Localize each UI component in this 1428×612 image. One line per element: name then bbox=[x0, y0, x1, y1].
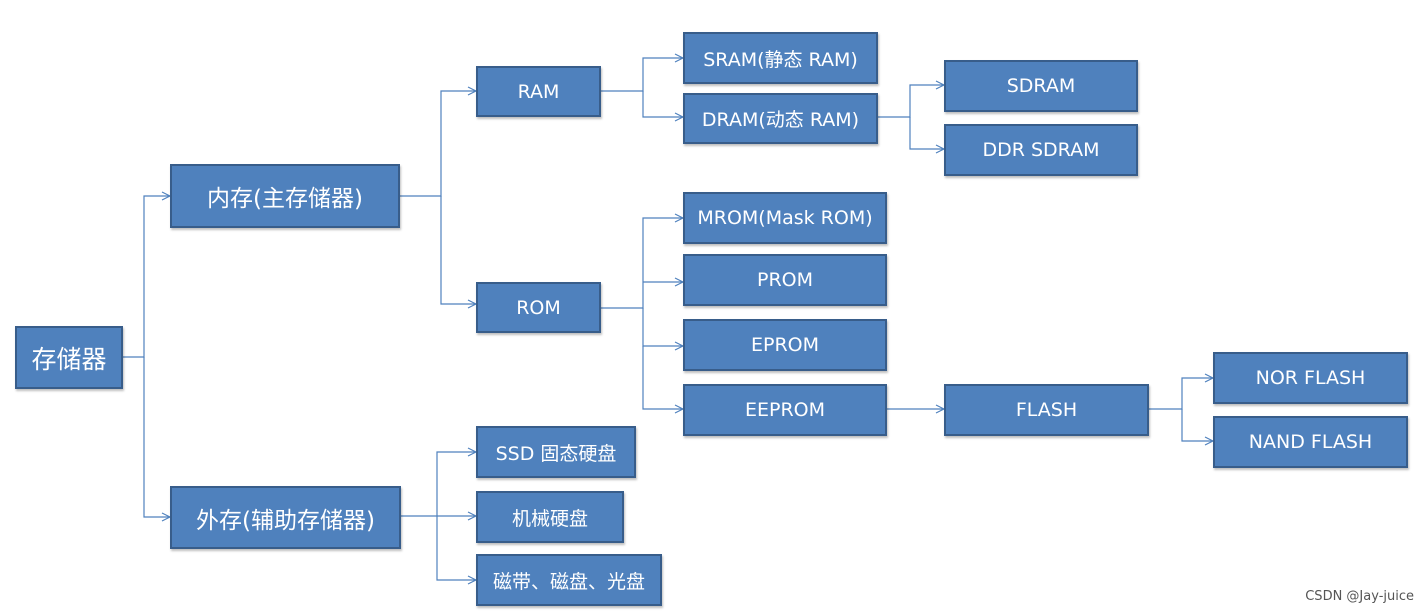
node-eprom: EPROM bbox=[683, 319, 887, 371]
node-flash: FLASH bbox=[944, 384, 1149, 436]
connector-internal-rom bbox=[440, 196, 476, 304]
node-storage: 存储器 bbox=[15, 326, 123, 389]
node-external-memory: 外存(辅助存储器) bbox=[170, 486, 401, 549]
connector-storage-external bbox=[143, 357, 170, 517]
node-hdd: 机械硬盘 bbox=[476, 491, 624, 543]
connector-dram-sdram bbox=[877, 85, 944, 118]
connector-rom-mrom bbox=[600, 218, 683, 309]
node-sram: SRAM(静态 RAM) bbox=[683, 32, 878, 84]
watermark: CSDN @Jay-juice bbox=[1305, 589, 1414, 604]
node-rom: ROM bbox=[476, 282, 601, 333]
node-eeprom: EEPROM bbox=[683, 384, 887, 436]
connector-flash-nor bbox=[1148, 378, 1213, 410]
connector-rom-eprom bbox=[642, 308, 683, 346]
node-ssd: SSD 固态硬盘 bbox=[476, 426, 636, 478]
node-nor-flash: NOR FLASH bbox=[1213, 352, 1408, 404]
connector-ram-dram bbox=[642, 91, 683, 117]
connector-dram-ddr bbox=[909, 117, 944, 149]
connector-rom-eeprom bbox=[642, 346, 683, 409]
node-ram: RAM bbox=[476, 66, 601, 117]
connector-external-ssd bbox=[400, 452, 476, 517]
connector-internal-ram bbox=[399, 91, 476, 197]
node-dram: DRAM(动态 RAM) bbox=[683, 93, 878, 144]
node-prom: PROM bbox=[683, 254, 887, 306]
node-ddr-sdram: DDR SDRAM bbox=[944, 124, 1138, 176]
node-sdram: SDRAM bbox=[944, 60, 1138, 112]
connector-ram-sram bbox=[600, 58, 683, 92]
connector-external-tape bbox=[436, 516, 476, 580]
node-mrom: MROM(Mask ROM) bbox=[683, 192, 887, 244]
node-nand-flash: NAND FLASH bbox=[1213, 416, 1408, 468]
connector-flash-nand bbox=[1181, 409, 1213, 441]
connector-storage-internal bbox=[122, 196, 170, 358]
node-tape-disk-optical: 磁带、磁盘、光盘 bbox=[476, 554, 662, 606]
node-internal-memory: 内存(主存储器) bbox=[170, 164, 400, 228]
